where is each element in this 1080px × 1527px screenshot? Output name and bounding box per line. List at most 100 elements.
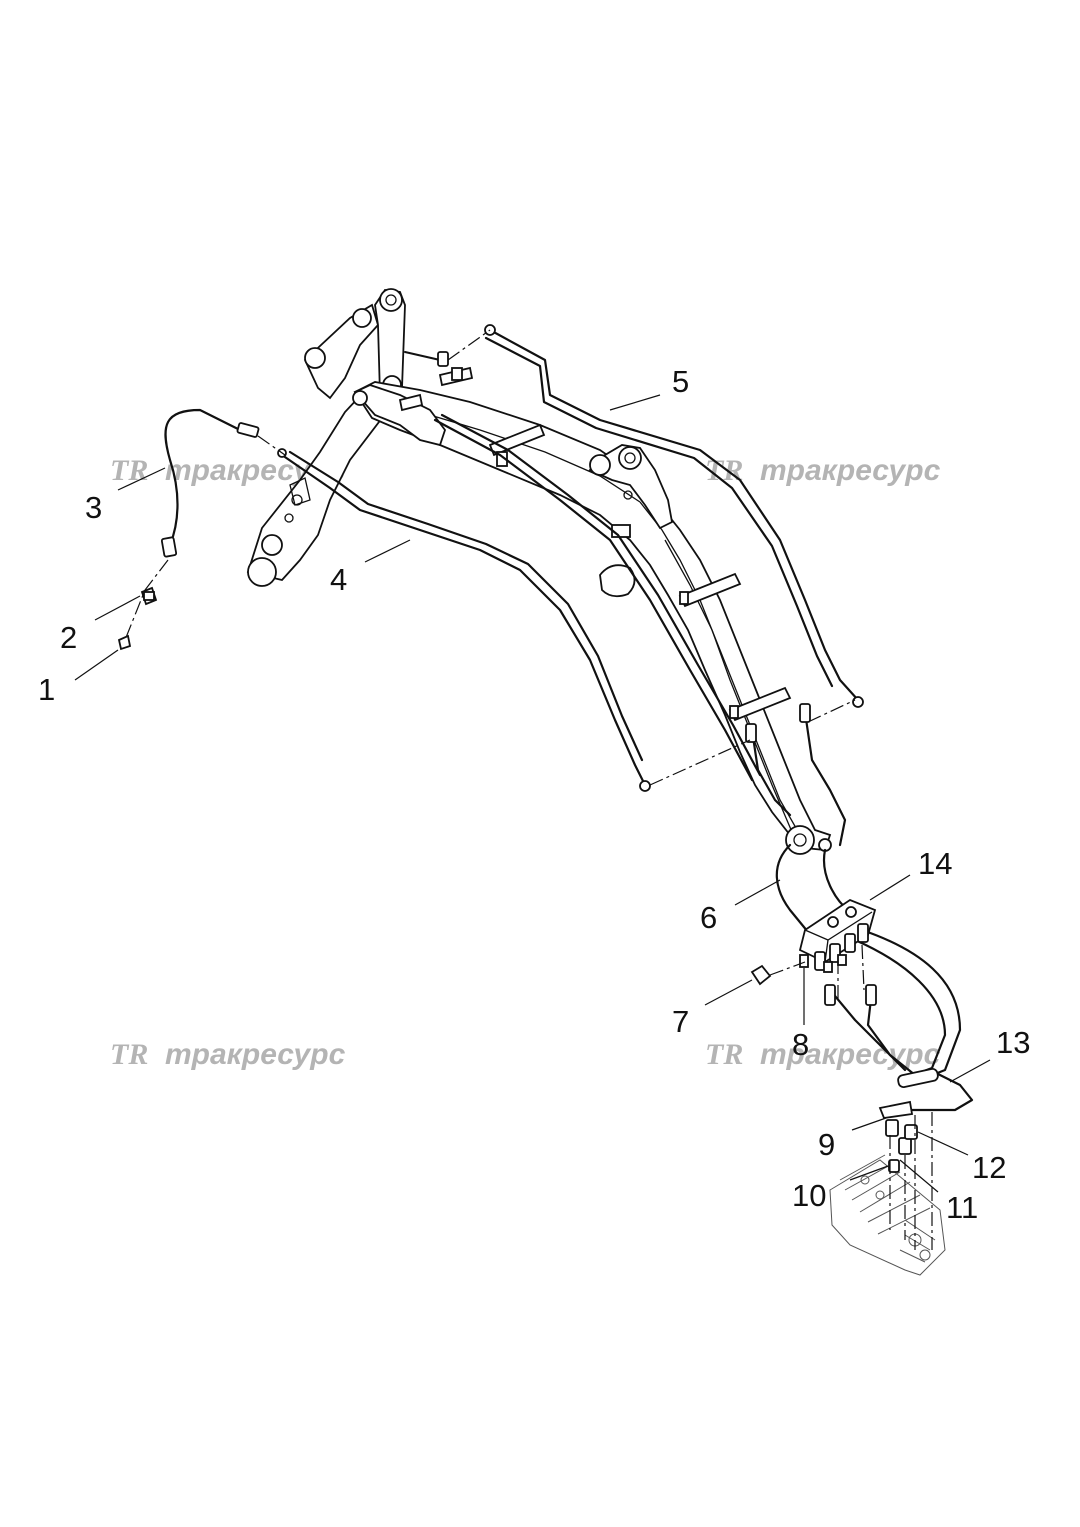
- fitting-item-9: [885, 1119, 899, 1137]
- valve-port: [860, 1175, 870, 1185]
- hose-lines: [160, 324, 974, 1119]
- boom-foot-pin-boss: [247, 557, 277, 587]
- pipe-end: [852, 696, 864, 708]
- manifold-port: [823, 961, 833, 973]
- bracket-hole: [623, 490, 633, 500]
- manifold-port: [814, 951, 826, 971]
- bracket-pin-boss: [618, 446, 642, 470]
- clamp-tab: [729, 705, 739, 719]
- pilot-manifold: [750, 898, 877, 986]
- boom-web-line: [639, 501, 801, 836]
- callout-8: 8: [792, 1027, 809, 1062]
- pipe-item-5-pair: [484, 336, 834, 688]
- callout-3: 3: [85, 490, 102, 525]
- leader-10: [849, 1165, 889, 1181]
- watermark-logo: TR: [705, 1038, 743, 1071]
- watermark-text: тракресурс: [760, 1038, 941, 1071]
- inner-boom-pipe: [440, 413, 762, 777]
- manifold-bolt: [845, 906, 857, 918]
- mount-bracket: [289, 477, 311, 506]
- pipe-item-5: [488, 328, 860, 702]
- excavator-boom: [246, 288, 832, 855]
- callout-9: 9: [818, 1127, 835, 1162]
- boom-tip-pin: [793, 833, 807, 847]
- pilot-hose: [860, 928, 962, 1082]
- leader-11: [899, 1159, 939, 1193]
- leader-12: [917, 1131, 969, 1156]
- leader-lines: [74, 394, 991, 1193]
- boom-foot-pin-boss: [261, 534, 283, 556]
- valve-section-lines: [839, 1154, 931, 1235]
- valve-port: [875, 1190, 885, 1200]
- hose-end-fitting: [236, 422, 260, 438]
- plate-pin: [352, 390, 368, 406]
- fitting-item-2-nut: [143, 591, 155, 601]
- leader-9: [851, 1117, 887, 1131]
- leader-5: [609, 394, 661, 411]
- callout-2: 2: [60, 620, 77, 655]
- leader-7: [704, 979, 753, 1006]
- callout-10: 10: [792, 1178, 826, 1213]
- manifold-port: [857, 923, 869, 943]
- centerline: [807, 699, 856, 723]
- fitting-item-12: [904, 1124, 918, 1140]
- pipe-item-4-pair: [288, 450, 644, 762]
- leader-2: [94, 595, 141, 621]
- callout-1: 1: [38, 672, 55, 707]
- pilot-hose: [853, 938, 947, 1080]
- callout-numbers: 1 2 3 4 5 6 7 8 9 10 11 12 13 14: [38, 364, 1030, 1225]
- link-pin: [385, 294, 397, 306]
- leader-6: [734, 879, 781, 906]
- callout-5: 5: [672, 364, 689, 399]
- clamp-tab: [451, 367, 463, 381]
- bracket-pin: [624, 452, 636, 464]
- callout-11: 11: [946, 1190, 978, 1225]
- tip-riser-pipe: [803, 710, 847, 847]
- riser-fitting: [745, 723, 757, 743]
- inner-boom-pipe: [433, 418, 754, 782]
- fitting-item-1: [117, 634, 132, 651]
- boom-upper-plate: [353, 384, 447, 447]
- pipe-item-4: [280, 453, 647, 787]
- boom-main-body: [353, 381, 832, 851]
- valve-fittings: [885, 1119, 918, 1173]
- callout-6: 6: [700, 900, 717, 935]
- leader-1: [74, 649, 119, 681]
- manifold-bolt: [827, 916, 839, 928]
- watermark-top-right: TR тракресурс: [705, 454, 941, 487]
- pilot-hose: [866, 988, 917, 1077]
- centerline: [769, 961, 806, 976]
- elbow-fitting: [878, 1100, 914, 1119]
- leader-3: [117, 467, 166, 491]
- watermark-text: тракресурс: [165, 1038, 346, 1071]
- watermark-logo: TR: [110, 454, 148, 487]
- fitting-item-11: [888, 1159, 900, 1173]
- callout-12: 12: [972, 1150, 1006, 1185]
- callout-7: 7: [672, 1004, 689, 1039]
- centerline: [649, 739, 751, 786]
- bolt-head: [437, 351, 449, 367]
- hose-end-fitting: [160, 536, 178, 558]
- valve-port: [919, 1249, 931, 1261]
- watermark-logo: TR: [110, 1038, 148, 1071]
- hose-item-3: [164, 408, 242, 547]
- control-valve-ghost: [829, 1154, 946, 1276]
- bracket-pin-boss: [352, 308, 372, 328]
- manifold-port: [837, 954, 847, 966]
- connector-item-8: [799, 954, 809, 968]
- boom-tip-pin-boss: [785, 825, 815, 855]
- manifold-port: [844, 933, 856, 953]
- centerline: [447, 329, 491, 361]
- centerline: [257, 435, 286, 456]
- fitting-item-10: [898, 1137, 912, 1155]
- clamp-tab: [679, 591, 689, 605]
- link-pin-boss: [379, 288, 403, 312]
- bracket-pin-boss: [304, 347, 326, 369]
- hose-fitting: [865, 984, 877, 1006]
- leader-13: [949, 1059, 991, 1083]
- end-fittings: [117, 586, 158, 651]
- callout-4: 4: [330, 562, 347, 597]
- hose-clamp: [398, 393, 424, 412]
